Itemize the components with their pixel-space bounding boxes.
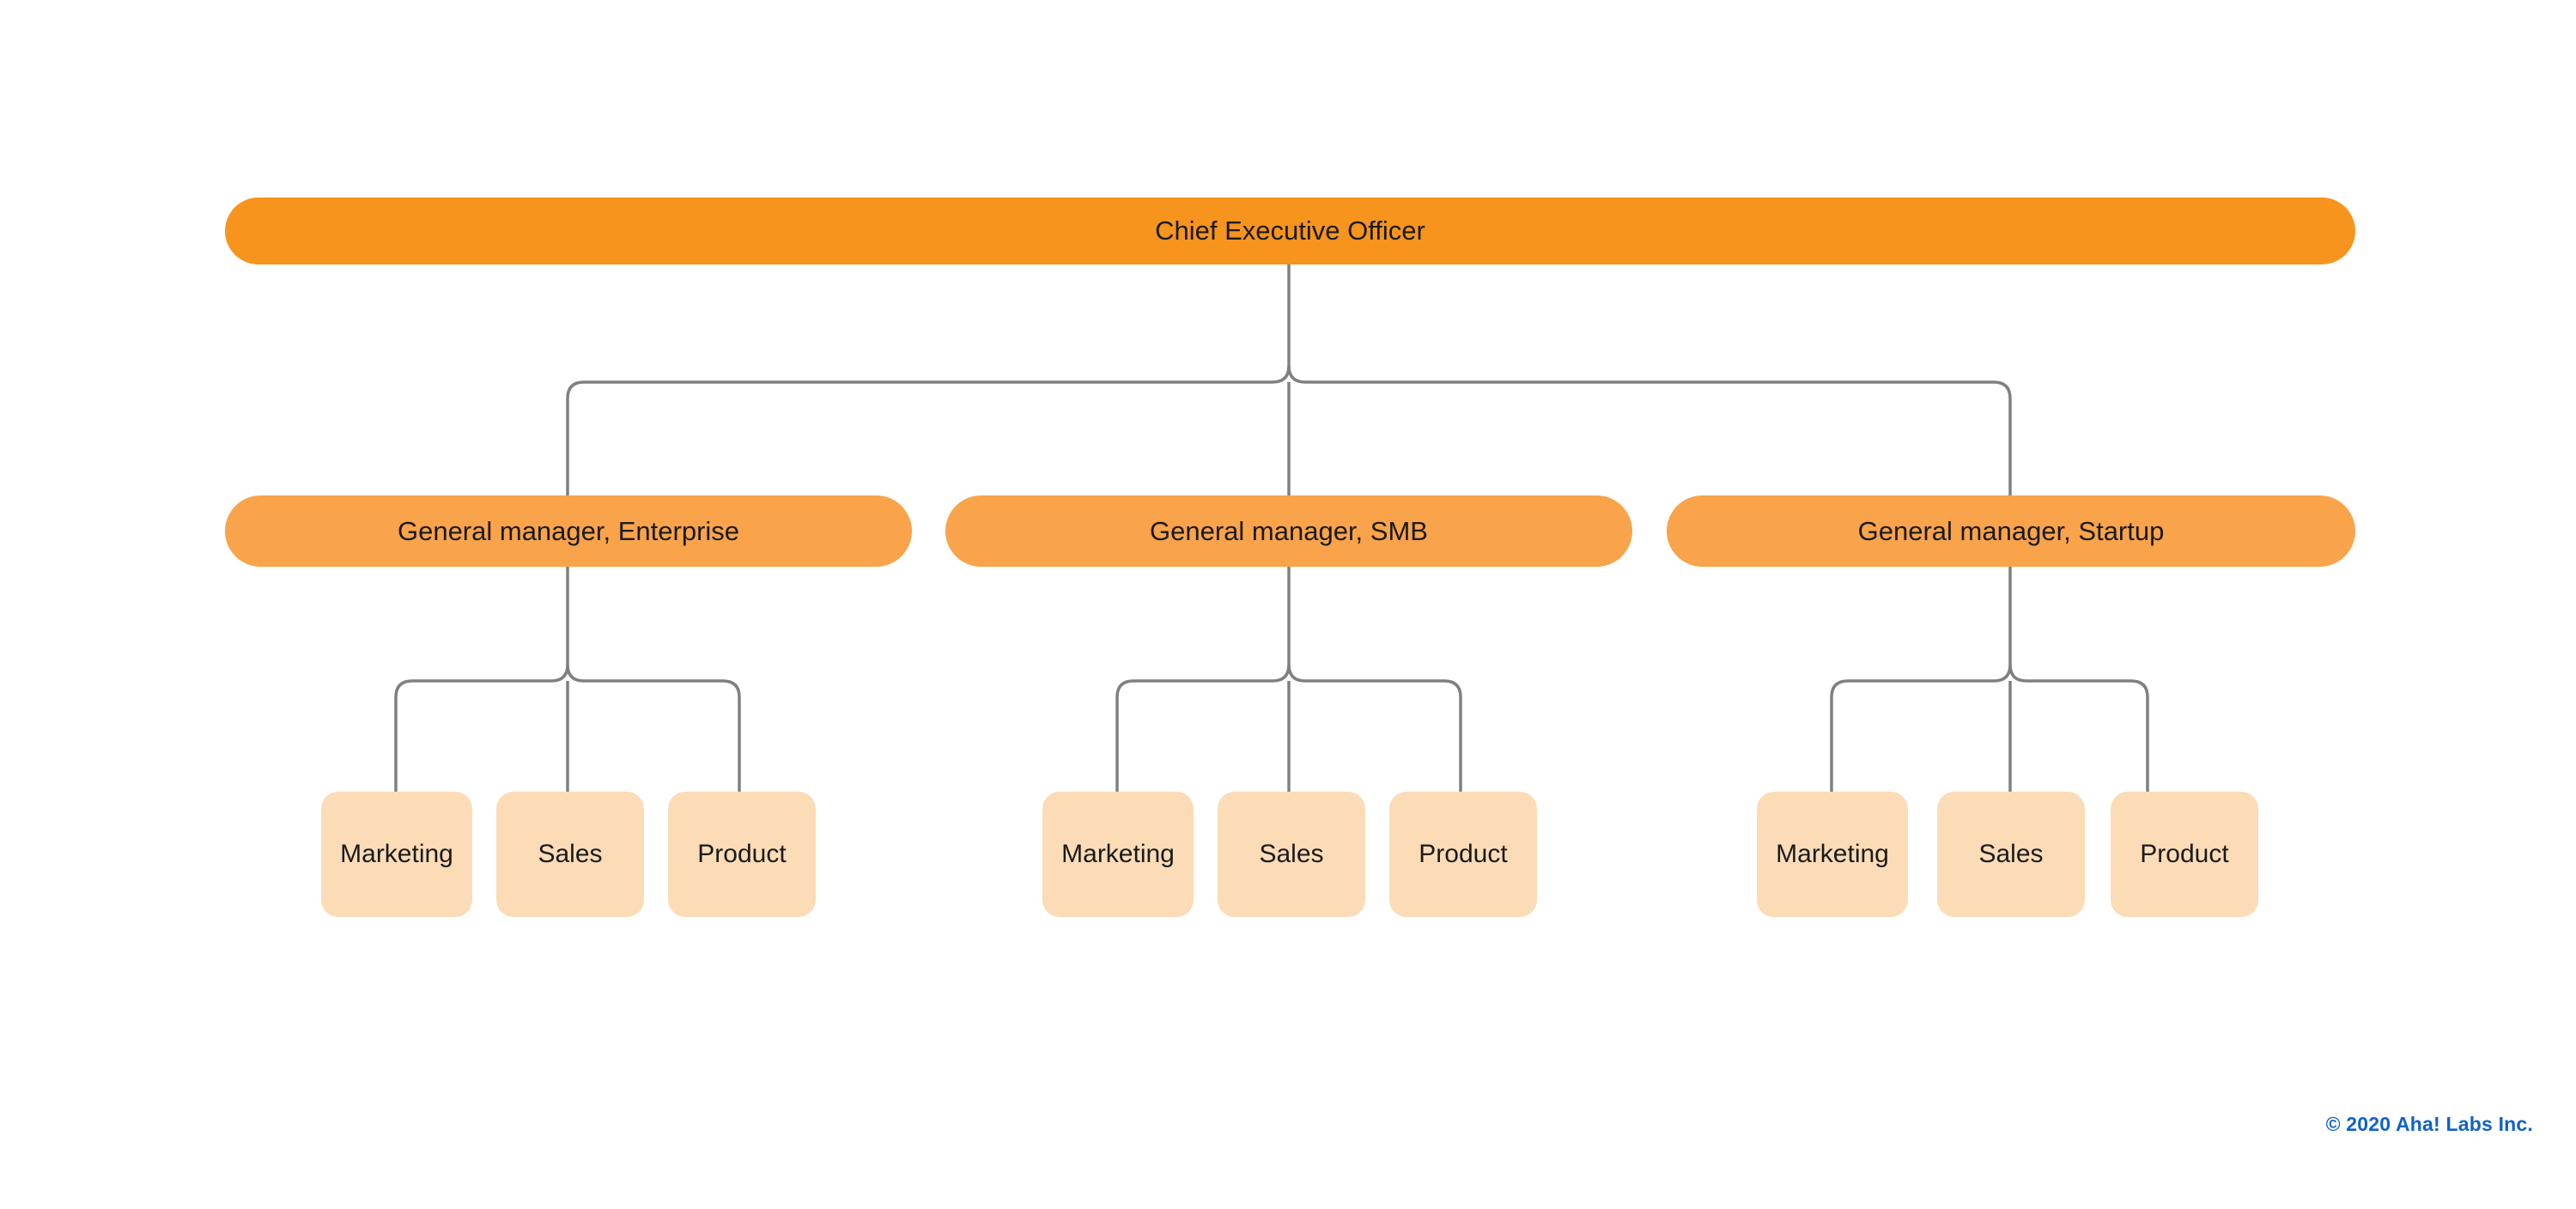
node-startup-marketing[interactable]: Marketing: [1757, 792, 1908, 917]
node-label: Sales: [1259, 839, 1324, 868]
node-label: Sales: [538, 839, 603, 868]
edge-gm2-bus-right: [1287, 664, 1462, 792]
edge-ceo-bus-left: [566, 365, 1291, 495]
node-general-manager-startup[interactable]: General manager, Startup: [1667, 495, 2355, 567]
node-smb-marketing[interactable]: Marketing: [1042, 792, 1194, 917]
node-smb-product[interactable]: Product: [1389, 792, 1537, 917]
node-enterprise-marketing[interactable]: Marketing: [321, 792, 472, 917]
edge-gm3-bus-left: [1830, 664, 2012, 792]
node-enterprise-sales[interactable]: Sales: [496, 792, 644, 917]
edge-gm1-bus-right: [566, 664, 741, 792]
node-general-manager-smb[interactable]: General manager, SMB: [945, 495, 1632, 567]
node-label: Product: [697, 839, 787, 868]
node-label: General manager, Startup: [1857, 515, 2165, 546]
edge-gm3-bus-right: [2008, 664, 2149, 792]
node-label: Marketing: [1776, 839, 1889, 868]
node-label: General manager, SMB: [1150, 515, 1428, 546]
node-chief-executive-officer[interactable]: Chief Executive Officer: [225, 197, 2355, 264]
edge-ceo-bus-right: [1287, 365, 2012, 495]
node-label: Sales: [1978, 839, 2044, 868]
node-label: General manager, Enterprise: [397, 515, 740, 546]
node-label: Product: [2140, 839, 2229, 868]
node-enterprise-product[interactable]: Product: [668, 792, 816, 917]
copyright-footer: © 2020 Aha! Labs Inc.: [2325, 1113, 2533, 1135]
node-label: Marketing: [1061, 839, 1175, 868]
node-smb-sales[interactable]: Sales: [1218, 792, 1365, 917]
node-label: Product: [1419, 839, 1508, 868]
node-general-manager-enterprise[interactable]: General manager, Enterprise: [225, 495, 912, 567]
node-label: Chief Executive Officer: [1155, 216, 1425, 246]
node-startup-product[interactable]: Product: [2111, 792, 2258, 917]
node-label: Marketing: [340, 839, 453, 868]
edge-gm2-bus-left: [1115, 664, 1291, 792]
edge-gm1-bus-left: [394, 664, 569, 792]
node-startup-sales[interactable]: Sales: [1937, 792, 2085, 917]
